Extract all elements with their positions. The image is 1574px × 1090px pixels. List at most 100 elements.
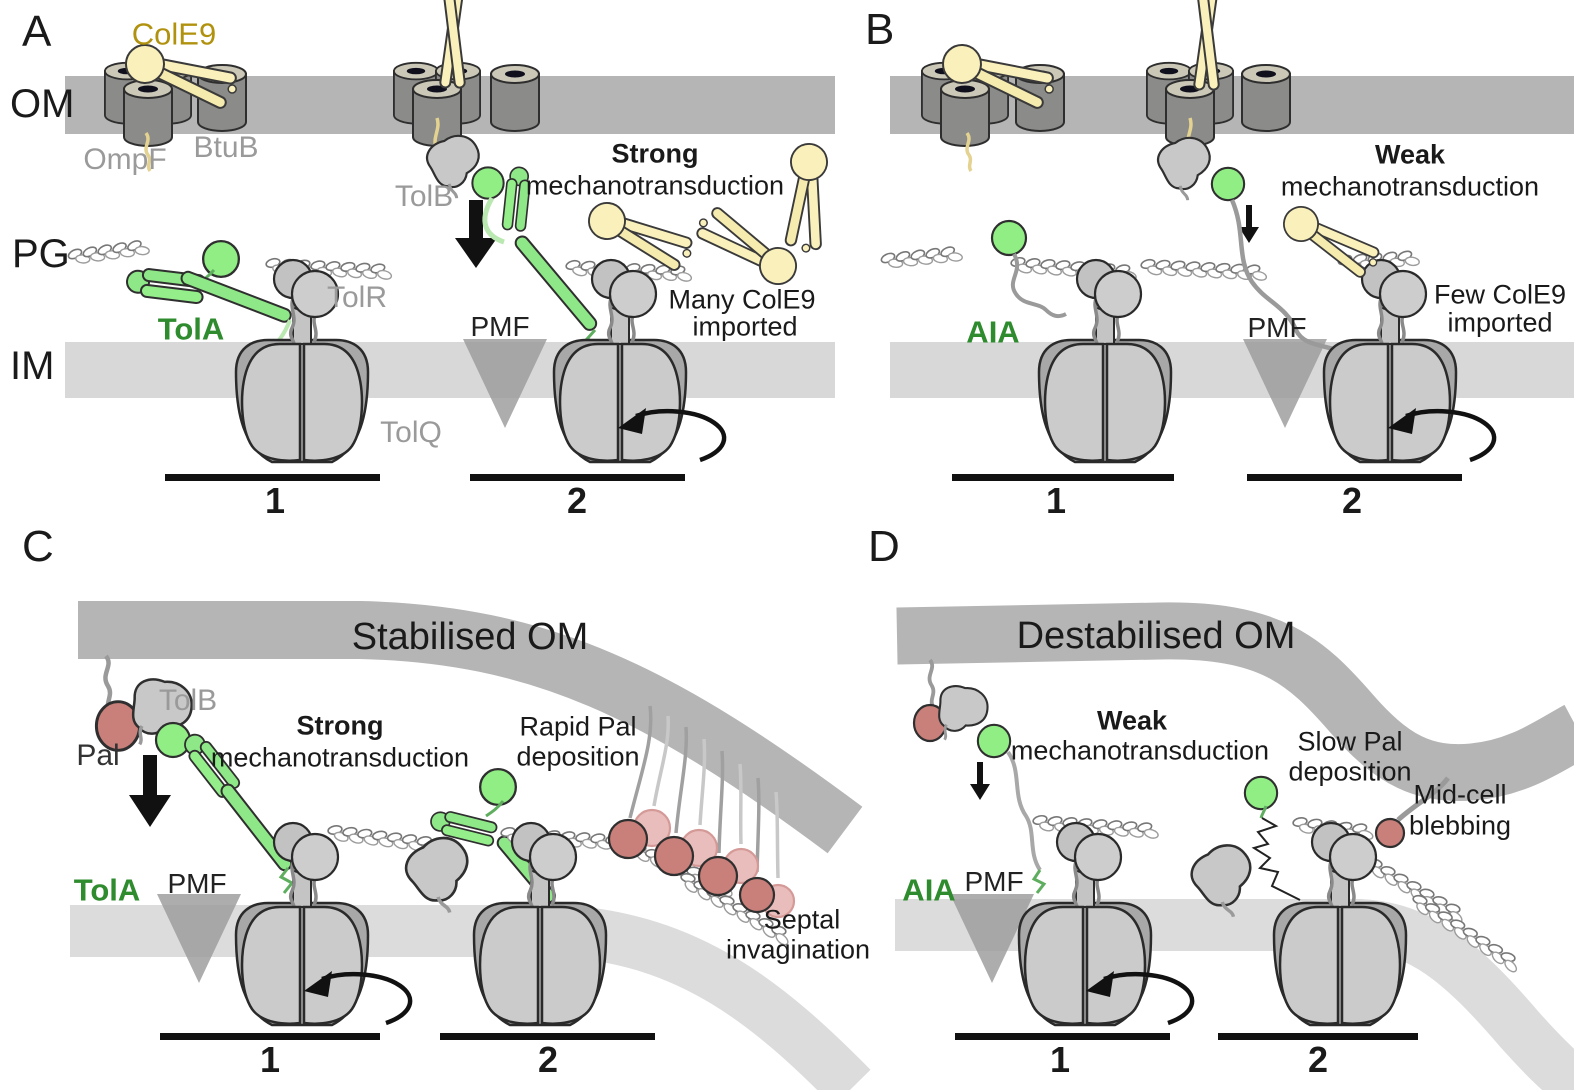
pal-om-tether bbox=[927, 658, 936, 710]
step-number-1-c: 1 bbox=[259, 1039, 281, 1080]
blebbing-line1: Mid-cell bbox=[1413, 779, 1507, 810]
stabilised-om-title: Stabilised OM bbox=[351, 616, 589, 658]
tola-zigzag bbox=[1031, 869, 1047, 894]
destabilised-om-band bbox=[896, 602, 1574, 802]
inner-membrane-label-a: IM bbox=[10, 344, 55, 388]
tolb-protein bbox=[1152, 130, 1224, 207]
tola-label-a: TolA bbox=[157, 311, 225, 347]
blebbing-line2: blebbing bbox=[1408, 810, 1512, 841]
tola-linker bbox=[1259, 805, 1268, 819]
strong-force-arrow bbox=[129, 755, 171, 827]
deposition-line2-c: deposition bbox=[516, 741, 640, 772]
peptidoglycan-strand bbox=[880, 244, 964, 270]
tola-c-terminal-domain bbox=[976, 723, 1012, 759]
btub-label: BtuB bbox=[193, 131, 259, 164]
mechanotransduction-label-c: mechanotransduction bbox=[210, 742, 470, 773]
step-bar-2 bbox=[470, 474, 685, 481]
peptidoglycan-label-a: PG bbox=[12, 232, 70, 276]
tola-c-terminal-domain bbox=[478, 767, 518, 807]
panel-letter-c: C bbox=[22, 522, 54, 571]
tola-c-terminal-domain bbox=[471, 166, 505, 200]
peptidoglycan-strand bbox=[66, 238, 150, 267]
btub-porin bbox=[1241, 64, 1291, 132]
btub-porin bbox=[490, 64, 540, 132]
cole9-unfolding bbox=[438, 0, 468, 90]
septal-line2: invagination bbox=[725, 934, 871, 965]
tola-long-helix bbox=[180, 270, 292, 323]
deposited-pal-proteins bbox=[607, 808, 796, 919]
strength-label-c: Strong bbox=[296, 710, 384, 741]
mechanotransduction-label-a: mechanotransduction bbox=[525, 170, 785, 201]
step-bar-2 bbox=[440, 1033, 655, 1040]
import-count-line1-a: Many ColE9 bbox=[668, 284, 816, 315]
tolq-label: TolQ bbox=[380, 416, 442, 449]
step-bar-2 bbox=[1247, 474, 1462, 481]
tolq-tolr-motor bbox=[552, 258, 688, 464]
tolq-tolr-motor bbox=[1037, 258, 1173, 464]
septal-line1: Septal bbox=[763, 904, 841, 935]
tolq-tolr-motor bbox=[1017, 821, 1153, 1027]
destabilised-om-title: Destabilised OM bbox=[1016, 615, 1296, 657]
step-number-2-c: 2 bbox=[537, 1039, 559, 1080]
tola-c-terminal-domain bbox=[1210, 166, 1246, 202]
mechanotransduction-label-b: mechanotransduction bbox=[1280, 171, 1540, 202]
step-number-2-d: 2 bbox=[1307, 1039, 1329, 1080]
tola-label-c: TolA bbox=[73, 872, 141, 908]
pmf-label-d: PMF bbox=[964, 866, 1024, 897]
stabilised-om-band bbox=[78, 601, 863, 854]
step-number-2-b: 2 bbox=[1341, 480, 1363, 521]
ompf-label: OmpF bbox=[83, 143, 167, 176]
step-bar-1 bbox=[160, 1033, 380, 1040]
pal-deposition-tethers bbox=[628, 705, 780, 879]
import-count-line2-b: imported bbox=[1447, 307, 1553, 338]
step-number-1-d: 1 bbox=[1049, 1039, 1071, 1080]
aia-green-domain bbox=[1243, 775, 1279, 811]
tola-c-terminal-domain bbox=[201, 239, 241, 279]
panel-letter-b: B bbox=[865, 5, 895, 54]
deposition-line1-c: Rapid Pal bbox=[519, 711, 637, 742]
aia-unstructured-chain bbox=[1006, 750, 1042, 872]
tolq-tolr-motor bbox=[472, 821, 608, 1027]
aia-collapsed-chain bbox=[1251, 817, 1301, 901]
cole9-unfolding bbox=[1192, 0, 1222, 92]
strength-label-a: Strong bbox=[611, 138, 699, 169]
tola-zigzag bbox=[278, 867, 295, 894]
strength-label-b: Weak bbox=[1374, 139, 1446, 170]
step-number-1-a: 1 bbox=[264, 480, 286, 521]
bleb-tether bbox=[1396, 776, 1450, 822]
panel-letter-a: A bbox=[22, 7, 52, 56]
strength-label-d: Weak bbox=[1096, 705, 1168, 736]
pal-protein-blebbing bbox=[1374, 817, 1406, 849]
mechanotransduction-label-d: mechanotransduction bbox=[1010, 735, 1270, 766]
deposition-line2-d: deposition bbox=[1288, 756, 1412, 787]
panel-c-art bbox=[70, 601, 871, 1090]
tolr-label: TolR bbox=[326, 281, 388, 314]
tolq-tolr-motor bbox=[234, 821, 370, 1027]
step-bar-1 bbox=[165, 474, 380, 481]
tola-linker bbox=[485, 800, 505, 818]
step-bar-2 bbox=[1218, 1033, 1418, 1040]
tola-linker bbox=[482, 196, 505, 245]
pmf-label-a: PMF bbox=[470, 311, 530, 342]
tolq-tolr-motor bbox=[1272, 821, 1408, 1027]
weak-force-arrow bbox=[970, 762, 990, 800]
pal-label-c: Pal bbox=[76, 739, 120, 772]
tolb-label-c: TolB bbox=[158, 684, 218, 717]
step-bar-1 bbox=[955, 1033, 1170, 1040]
pmf-label-b: PMF bbox=[1247, 312, 1307, 343]
aia-label-b: AIA bbox=[966, 314, 1020, 350]
strong-force-arrow bbox=[455, 200, 497, 268]
step-number-1-b: 1 bbox=[1045, 480, 1067, 521]
panel-d-art bbox=[895, 602, 1574, 1090]
import-count-line1-b: Few ColE9 bbox=[1433, 279, 1567, 310]
panel-letter-d: D bbox=[868, 522, 900, 571]
panel-b-art bbox=[880, 0, 1574, 481]
inner-membrane-band-a bbox=[65, 342, 835, 398]
pmf-label-c: PMF bbox=[167, 868, 227, 899]
aia-label-d: AIA bbox=[902, 872, 956, 908]
aia-green-domain bbox=[990, 219, 1028, 257]
cole9-tail bbox=[965, 131, 973, 173]
panel-a-art bbox=[65, 0, 846, 481]
cole9-label: ColE9 bbox=[131, 16, 217, 52]
